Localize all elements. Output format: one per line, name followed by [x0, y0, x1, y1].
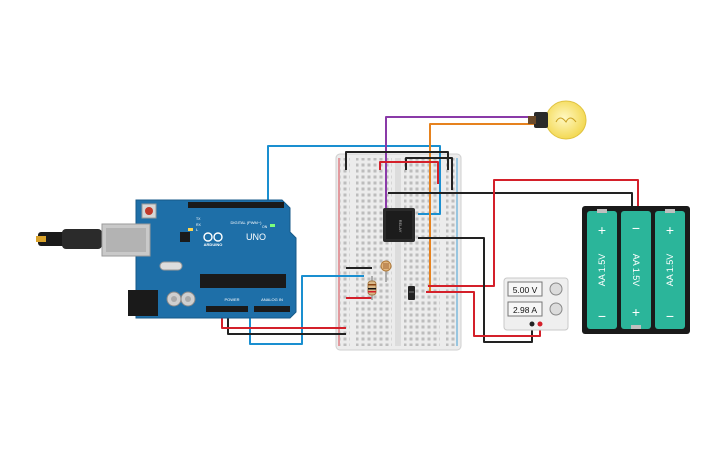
- arduino-logo: [203, 232, 223, 242]
- battery-cell-label: AA 1.5V: [665, 254, 675, 287]
- battery-minus-sign: −: [632, 220, 640, 236]
- battery-plus-sign: +: [598, 222, 606, 238]
- power-supply[interactable]: 5.00 V 2.98 A: [503, 277, 569, 331]
- current-knob[interactable]: [549, 302, 563, 316]
- model-label: UNO: [246, 232, 266, 242]
- digital-header[interactable]: [188, 202, 284, 208]
- arduino-uno[interactable]: DIGITAL (PWM~) TX RX L ON ARDUINO UNO PO…: [36, 199, 297, 319]
- black-wire-top-2[interactable]: [405, 157, 453, 190]
- power-header[interactable]: [206, 306, 248, 312]
- battery-minus-sign: −: [666, 308, 674, 324]
- bulb-socket: [534, 112, 548, 128]
- battery-plus-sign: +: [632, 304, 640, 320]
- black-wire-battery[interactable]: [388, 192, 633, 210]
- power-header-label: POWER: [224, 297, 239, 302]
- tx-label: TX: [196, 217, 201, 221]
- resistor[interactable]: [367, 276, 377, 300]
- current-readout: 2.98 A: [513, 305, 537, 315]
- reset-button[interactable]: [141, 203, 157, 219]
- positive-terminal[interactable]: [537, 321, 543, 327]
- voltage-knob[interactable]: [549, 282, 563, 296]
- red-wire-supply[interactable]: [426, 291, 541, 337]
- battery-cell-label: AA 1.5V: [631, 254, 641, 287]
- battery-cell-label: AA 1.5V: [597, 254, 607, 287]
- red-wire-battery[interactable]: [428, 179, 639, 287]
- brand-label: ARDUINO: [204, 242, 223, 247]
- battery-cell: + − AA 1.5V: [621, 211, 651, 329]
- analog-header[interactable]: [254, 306, 290, 312]
- photoresistor[interactable]: [380, 260, 392, 282]
- battery-cell: + − AA 1.5V: [587, 209, 617, 329]
- battery-plus-sign: +: [666, 222, 674, 238]
- rx-label: RX: [196, 223, 202, 227]
- voltage-readout: 5.00 V: [513, 285, 538, 295]
- digital-header-label: DIGITAL (PWM~): [231, 220, 263, 225]
- orange-wire-bulb[interactable]: [429, 123, 540, 292]
- black-wire-top[interactable]: [345, 151, 449, 170]
- negative-terminal[interactable]: [529, 321, 535, 327]
- battery-cell: + − AA 1.5V: [655, 209, 685, 329]
- atmega-chip: [200, 274, 286, 288]
- l-label: L: [196, 227, 199, 232]
- purple-wire-bulb[interactable]: [385, 116, 540, 210]
- light-bulb[interactable]: [528, 100, 587, 140]
- wires: [221, 116, 639, 345]
- red-wire-top[interactable]: [379, 161, 439, 184]
- power-jack: [128, 290, 158, 316]
- battery-minus-sign: −: [598, 308, 606, 324]
- relay-label: RELAY: [398, 220, 403, 233]
- breadboard: [335, 153, 462, 351]
- analog-header-label: ANALOG IN: [261, 297, 283, 302]
- current-display: [507, 301, 543, 317]
- battery-pack[interactable]: + − AA 1.5V + − AA 1.5V + − AA 1.5V: [582, 206, 690, 334]
- voltage-display: [507, 281, 543, 297]
- transistor[interactable]: [408, 286, 415, 300]
- relay[interactable]: RELAY: [383, 208, 415, 242]
- on-label: ON: [262, 225, 268, 229]
- black-wire-power-gnd[interactable]: [227, 312, 346, 335]
- usb-cable: [36, 229, 102, 249]
- blue-wire-digital[interactable]: [267, 145, 441, 215]
- bulb-glass: [545, 100, 587, 140]
